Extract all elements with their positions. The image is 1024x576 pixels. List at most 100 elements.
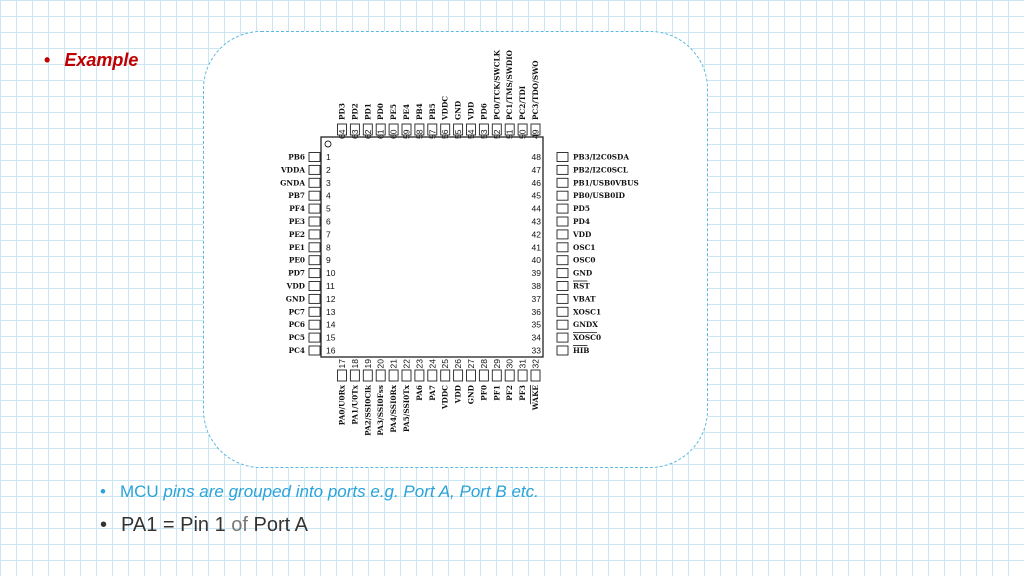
pin-label: RST xyxy=(573,282,590,291)
pin-number: 4 xyxy=(326,191,331,201)
port-a-text: Port A xyxy=(247,514,308,536)
bullet-dot: • xyxy=(100,482,106,501)
pin-number: 7 xyxy=(326,229,331,239)
pin-number: 26 xyxy=(453,359,463,369)
pin-pad xyxy=(308,216,321,227)
pin-label: PC3/TDO/SWO xyxy=(531,60,540,120)
pin-pad xyxy=(504,123,515,136)
pin-number: 64 xyxy=(337,129,347,139)
pin-label: PC6 xyxy=(289,320,305,329)
pin-label: VDD xyxy=(467,101,476,121)
pin-pad xyxy=(517,123,528,136)
pin-label: PE0 xyxy=(289,256,305,265)
pin-label: PD5 xyxy=(573,204,590,213)
pin-number: 15 xyxy=(326,333,336,343)
pin1-marker xyxy=(324,140,332,148)
pin-number: 60 xyxy=(389,129,399,139)
pin-label: PA1/U0Tx xyxy=(350,384,359,424)
pin-pad xyxy=(401,369,412,382)
pin-pad xyxy=(308,306,321,317)
pin-label: PB5 xyxy=(428,103,437,120)
pin-pad xyxy=(308,293,321,304)
pin-number: 42 xyxy=(532,229,542,239)
pin-number: 52 xyxy=(492,129,502,139)
pin-label: PB4 xyxy=(415,103,424,120)
pin-number: 27 xyxy=(466,359,476,369)
pin-number: 43 xyxy=(532,217,542,227)
pin-pad xyxy=(556,281,569,291)
pin-label: VBAT xyxy=(572,294,596,303)
pin-pad xyxy=(556,164,569,175)
pin-label: PB7 xyxy=(288,191,305,200)
pin-label: PC2/TDI xyxy=(518,85,527,120)
pin-label: PC4 xyxy=(289,346,305,355)
pin-number: 38 xyxy=(532,281,542,291)
pin-pad xyxy=(308,203,321,214)
pin-number: 3 xyxy=(326,178,331,188)
pin-number: 58 xyxy=(414,129,424,139)
pin-label: VDDA xyxy=(280,165,305,174)
pin-pad xyxy=(308,177,321,188)
pin-pad xyxy=(453,123,464,136)
pin-label: PF4 xyxy=(289,204,305,213)
pin-number: 31 xyxy=(518,359,528,369)
pin-label: PF2 xyxy=(505,385,514,401)
pin-number: 17 xyxy=(337,359,347,369)
pin-pad xyxy=(308,164,321,175)
pin-pad xyxy=(466,123,476,136)
pin-number: 18 xyxy=(350,359,360,369)
pin-label: PA4/SSI0Rx xyxy=(389,384,398,432)
pin-number: 47 xyxy=(532,165,542,175)
pin-pad xyxy=(308,332,321,343)
pin-label: GNDA xyxy=(280,178,305,187)
pin-number: 37 xyxy=(532,294,542,304)
pin-number: 35 xyxy=(532,320,542,330)
pin-label: OSC0 xyxy=(573,256,596,265)
pin-label: PD1 xyxy=(363,103,372,120)
pin-number: 51 xyxy=(505,129,515,139)
pin-pad xyxy=(388,123,399,136)
pin-number: 10 xyxy=(326,268,336,278)
pin-label: PB1/USB0VBUS xyxy=(573,178,639,187)
pin-pad xyxy=(375,369,386,382)
pin-pad xyxy=(556,203,569,214)
example-label: Example xyxy=(64,50,139,70)
pin-label: PA5/SSI0Tx xyxy=(402,384,411,432)
pin-pad xyxy=(308,255,321,266)
pin-pad xyxy=(556,332,569,343)
pin-pad xyxy=(556,152,569,162)
pin-number: 46 xyxy=(532,178,542,188)
pin-label: VDDC xyxy=(441,385,450,410)
pin-label: PD6 xyxy=(479,103,488,120)
pin-pad xyxy=(308,319,321,330)
pin-label: PD3 xyxy=(338,103,347,120)
bullet-dot: • xyxy=(100,514,108,536)
pin-label: PE4 xyxy=(402,104,411,120)
pin-label: PE3 xyxy=(289,217,305,226)
pin-number: 39 xyxy=(532,268,542,278)
pin-pad xyxy=(453,369,464,382)
pin-number: 56 xyxy=(440,129,450,139)
pin-number: 49 xyxy=(531,129,541,139)
pin-pad xyxy=(556,293,569,304)
pin-pad xyxy=(308,268,321,279)
pin-pad xyxy=(478,123,489,136)
pin-number: 61 xyxy=(376,129,386,139)
pin-number: 6 xyxy=(326,217,331,227)
pin-number: 23 xyxy=(414,359,424,369)
pin-number: 29 xyxy=(492,359,502,369)
pin-label: PB3/I2C0SDA xyxy=(573,153,629,162)
example-heading: •Example xyxy=(44,50,138,71)
pin-number: 25 xyxy=(440,359,450,369)
pin-pad xyxy=(414,123,425,136)
pin-label: PE5 xyxy=(389,104,398,120)
pin-number: 62 xyxy=(363,129,373,139)
pin-label: VDDC xyxy=(441,96,450,121)
pin-label: GND xyxy=(286,294,306,303)
pin-pad xyxy=(466,369,476,382)
pin-number: 5 xyxy=(326,204,331,214)
pin-pad xyxy=(556,306,569,317)
pin-label: PF1 xyxy=(492,385,501,401)
pin-pad xyxy=(440,369,451,382)
pin-number: 30 xyxy=(505,359,515,369)
